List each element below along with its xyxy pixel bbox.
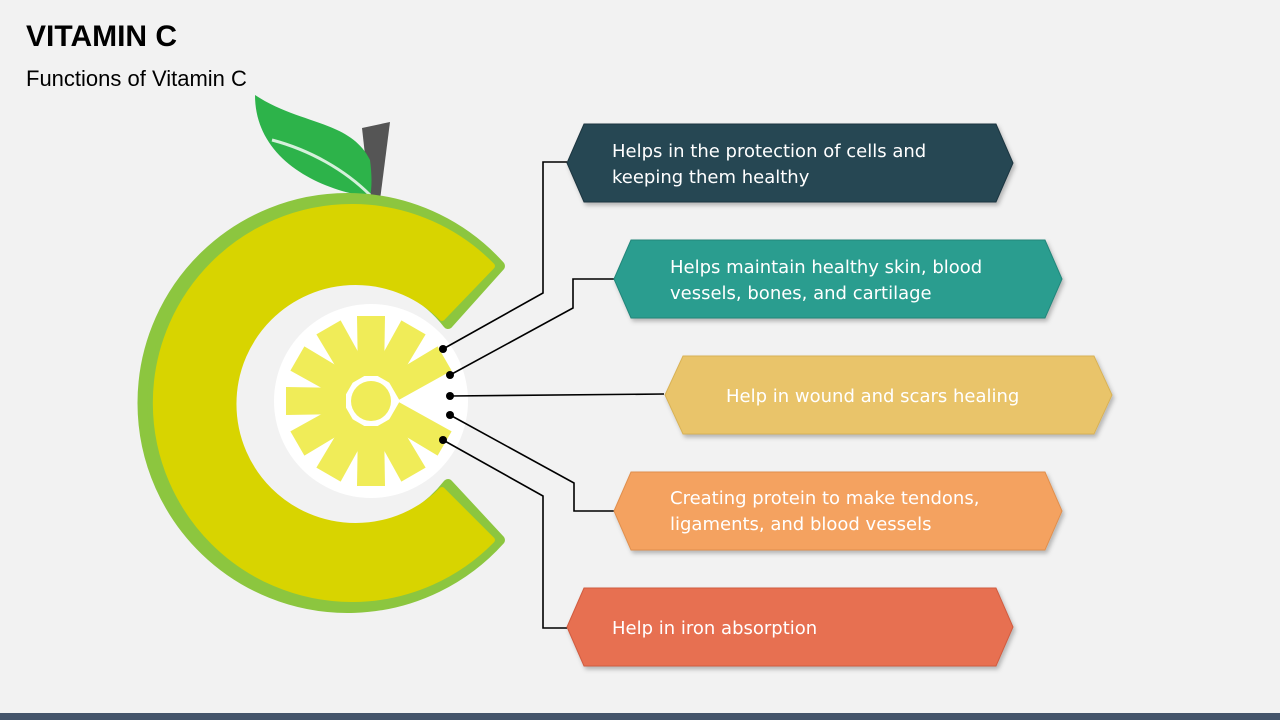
svg-text:Helps maintain healthy skin, b: Helps maintain healthy skin, blood vesse… (670, 257, 988, 304)
function-2-line-2: vessels, bones, and cartilage (670, 283, 932, 304)
function-box-4-shape (613, 471, 1063, 551)
function-box-3: Help in wound and scars healing (664, 355, 1113, 435)
function-box-4: Creating protein to make tendons, ligame… (613, 471, 1063, 551)
function-1-line-1: Helps in the protection of cells and (612, 141, 926, 162)
lemon-c-icon (137, 95, 505, 613)
function-box-1-shape (566, 123, 1014, 203)
svg-text:Help in iron absorption: Help in iron absorption (612, 618, 817, 639)
function-box-1: Helps in the protection of cells and kee… (566, 123, 1014, 203)
function-3-line-1: Help in wound and scars healing (726, 386, 1019, 407)
bottom-bar (0, 713, 1280, 720)
svg-text:Helps in the protection of cel: Helps in the protection of cells and kee… (612, 141, 932, 188)
function-box-2: Helps maintain healthy skin, blood vesse… (613, 239, 1063, 319)
connector-4 (449, 414, 614, 512)
connector-5 (442, 439, 567, 629)
function-box-2-shape (613, 239, 1063, 319)
function-box-5: Help in iron absorption (566, 587, 1014, 667)
connector-dots (439, 345, 454, 444)
connector-1 (442, 161, 567, 350)
function-5-line-1: Help in iron absorption (612, 618, 817, 639)
leaf-vein (271, 138, 372, 197)
connector-3 (449, 393, 665, 397)
lemon-flesh (152, 204, 495, 602)
page-subtitle: Functions of Vitamin C (26, 66, 247, 91)
function-box-3-shape (664, 355, 1113, 435)
page-title: VITAMIN C (26, 20, 178, 53)
connector-2 (449, 278, 614, 376)
lemon-segments (286, 316, 452, 486)
function-1-line-2: keeping them healthy (612, 167, 810, 188)
function-4-line-2: ligaments, and blood vessels (670, 514, 931, 535)
connectors (442, 161, 665, 629)
function-2-line-1: Helps maintain healthy skin, blood (670, 257, 982, 278)
function-box-5-shape (566, 587, 1014, 667)
function-4-line-1: Creating protein to make tendons, (670, 488, 979, 509)
svg-text:Help in wound and scars healin: Help in wound and scars healing (726, 386, 1019, 407)
svg-text:Creating protein to make tendo: Creating protein to make tendons, ligame… (670, 488, 985, 535)
